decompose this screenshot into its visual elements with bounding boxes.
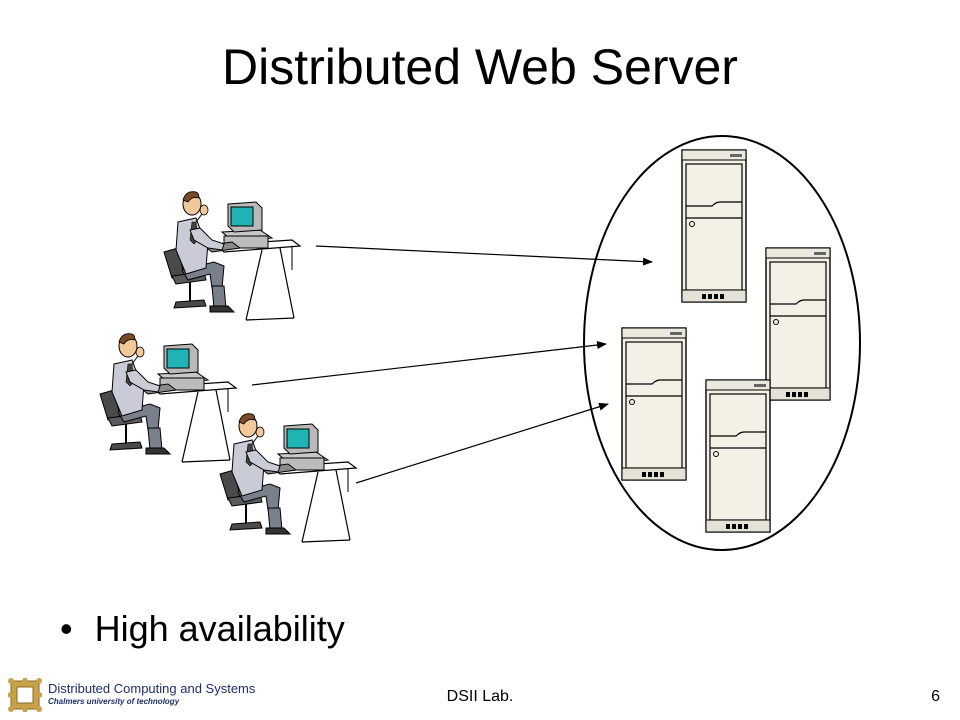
person-at-computer-icon bbox=[99, 332, 237, 463]
slide-title: Distributed Web Server bbox=[222, 39, 738, 95]
server-cluster-ellipse bbox=[583, 135, 861, 551]
dcs-logo: Distributed Computing and Systems Chalme… bbox=[8, 678, 268, 714]
person-at-computer-icon bbox=[219, 412, 357, 543]
request-arrow bbox=[315, 245, 653, 266]
person-at-computer-icon bbox=[163, 190, 301, 321]
request-arrow bbox=[251, 341, 607, 386]
server-tower-icon bbox=[765, 247, 831, 401]
footer-label: DSII Lab. bbox=[446, 688, 514, 705]
logo-line-2: Chalmers university of technology bbox=[48, 697, 180, 706]
server-tower-icon bbox=[705, 379, 771, 533]
logo-line-1: Distributed Computing and Systems bbox=[48, 681, 256, 696]
page-number: 6 bbox=[931, 688, 940, 705]
bullet-dot-icon: • bbox=[60, 608, 73, 649]
server-tower-icon bbox=[621, 327, 687, 481]
chalmers-logo-icon bbox=[8, 678, 42, 712]
server-tower-icon bbox=[681, 149, 747, 303]
request-arrow bbox=[355, 402, 609, 484]
bullet-item: • High availability bbox=[60, 608, 345, 650]
bullet-text: High availability bbox=[94, 608, 345, 649]
